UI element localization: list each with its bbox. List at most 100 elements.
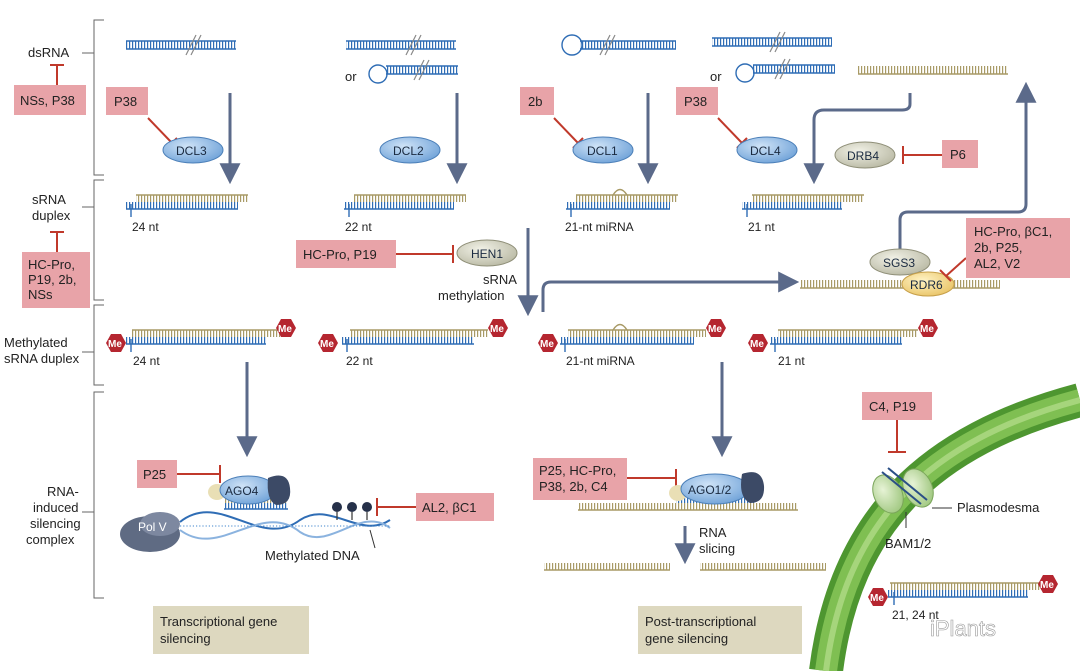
svg-text:or: or xyxy=(710,69,722,84)
rdr6-protein: RDR6 xyxy=(901,271,955,297)
watermark: iPlants xyxy=(930,616,997,642)
svg-text:DCL3: DCL3 xyxy=(176,144,207,158)
svg-text:P38: P38 xyxy=(114,94,137,109)
stage-label-dsrna: dsRNA xyxy=(28,45,70,60)
svg-text:P38: P38 xyxy=(684,94,707,109)
svg-text:RDR6: RDR6 xyxy=(910,278,943,292)
svg-text:or: or xyxy=(345,69,357,84)
svg-text:BAM1/2: BAM1/2 xyxy=(885,536,931,551)
svg-text:Me: Me xyxy=(278,324,292,335)
inhibitor-rdr6-group: HC-Pro, βC1, 2b, P25, AL2, V2 xyxy=(939,218,1070,282)
dsrna-col4: or xyxy=(710,31,835,84)
svg-text:SGS3: SGS3 xyxy=(883,256,915,270)
svg-text:induced: induced xyxy=(33,500,79,515)
svg-text:Me: Me xyxy=(320,339,334,350)
svg-text:Me: Me xyxy=(1040,580,1054,591)
inhibitor-ago1-group: P25, HC-Pro, P38, 2b, C4 xyxy=(533,458,677,500)
svg-text:Transcriptional gene: Transcriptional gene xyxy=(160,614,277,629)
svg-text:C4, P19: C4, P19 xyxy=(869,399,916,414)
dcl4-protein: DCL4 xyxy=(736,136,798,164)
inhibitor-p6-drb4: P6 xyxy=(902,140,978,168)
svg-text:Me: Me xyxy=(920,324,934,335)
svg-text:24 nt: 24 nt xyxy=(133,354,160,368)
polv-protein: Pol V xyxy=(120,512,180,552)
methylated-21nt: 21 nt xyxy=(770,329,918,368)
svg-text:Me: Me xyxy=(750,339,764,350)
stage-brackets xyxy=(82,19,104,599)
svg-text:DCL4: DCL4 xyxy=(750,144,781,158)
svg-text:HC-Pro, βC1,: HC-Pro, βC1, xyxy=(974,224,1052,239)
drb4-protein: DRB4 xyxy=(834,141,896,169)
svg-text:sRNA: sRNA xyxy=(32,192,66,207)
svg-text:Me: Me xyxy=(490,324,504,335)
dcl1-protein: DCL1 xyxy=(572,136,634,164)
svg-text:DCL2: DCL2 xyxy=(393,144,424,158)
inhibitor-nss-p38: NSs, P38 xyxy=(14,64,86,115)
svg-text:22 nt: 22 nt xyxy=(345,220,372,234)
svg-text:DRB4: DRB4 xyxy=(847,149,879,163)
dna-helix xyxy=(179,511,391,540)
inhibitor-al2-bc1: AL2, βC1 xyxy=(376,493,494,521)
inhibitor-p38-dcl4: P38 xyxy=(676,87,748,149)
svg-text:21, 24 nt: 21, 24 nt xyxy=(892,608,939,622)
bam-plasmodesma: Plasmodesma BAM1/2 xyxy=(872,467,1040,551)
svg-text:DCL1: DCL1 xyxy=(587,144,618,158)
svg-text:duplex: duplex xyxy=(32,208,71,223)
svg-text:Post-transcriptional: Post-transcriptional xyxy=(645,614,756,629)
svg-text:P38, 2b, C4: P38, 2b, C4 xyxy=(539,479,608,494)
dsrna-col2: or xyxy=(345,34,458,84)
hen1-protein: HEN1 xyxy=(456,239,518,267)
srna-21nt: 21 nt xyxy=(742,194,864,234)
svg-text:iPlants: iPlants xyxy=(930,616,996,641)
svg-text:HEN1: HEN1 xyxy=(471,247,503,261)
dcl2-protein: DCL2 xyxy=(379,136,441,164)
footer-tgs: Transcriptional gene silencing xyxy=(153,606,309,654)
mobile-srna: Me Me 21, 24 nt xyxy=(868,575,1058,622)
svg-text:Me: Me xyxy=(870,593,884,604)
svg-text:24 nt: 24 nt xyxy=(132,220,159,234)
svg-text:Methylated DNA: Methylated DNA xyxy=(265,548,360,563)
dsrna-col3 xyxy=(561,34,676,56)
stage-label-srna-duplex: sRNA duplex xyxy=(32,192,71,223)
sgs3-protein: SGS3 xyxy=(869,248,931,276)
svg-text:AL2, βC1: AL2, βC1 xyxy=(422,500,476,515)
svg-text:22 nt: 22 nt xyxy=(346,354,373,368)
inhibitor-c4-p19: C4, P19 xyxy=(862,392,932,453)
inhibitor-2b-dcl1: 2b xyxy=(520,87,584,149)
svg-text:21 nt: 21 nt xyxy=(778,354,805,368)
dsrna-col1 xyxy=(126,34,236,56)
inhibitor-hcpro-group: HC-Pro, P19, 2b, NSs xyxy=(22,231,90,308)
stage-label-methylated: Methylated sRNA duplex xyxy=(4,335,80,366)
inhibitor-p38-dcl3: P38 xyxy=(106,87,178,149)
srna-mirna: 21-nt miRNA xyxy=(565,188,678,234)
svg-text:NSs: NSs xyxy=(28,287,53,302)
srna-22nt: 22 nt xyxy=(344,194,466,234)
svg-text:P25: P25 xyxy=(143,467,166,482)
svg-text:AGO4: AGO4 xyxy=(225,484,259,498)
svg-text:complex: complex xyxy=(26,532,75,547)
svg-text:21 nt: 21 nt xyxy=(748,220,775,234)
dna-methylation-marks xyxy=(332,502,372,520)
rdr6-template-strand xyxy=(800,280,1000,289)
svg-text:Me: Me xyxy=(708,324,722,335)
svg-text:gene silencing: gene silencing xyxy=(645,631,728,646)
svg-text:slicing: slicing xyxy=(699,541,735,556)
svg-text:methylation: methylation xyxy=(438,288,504,303)
methylation-label: sRNA methylation xyxy=(438,272,517,303)
svg-text:P25, HC-Pro,: P25, HC-Pro, xyxy=(539,463,616,478)
svg-text:silencing: silencing xyxy=(30,516,81,531)
inhibitor-p25-ago4: P25 xyxy=(137,460,221,488)
svg-text:HC-Pro,: HC-Pro, xyxy=(28,257,75,272)
methylated-24nt: 24 nt xyxy=(126,329,280,368)
svg-text:P6: P6 xyxy=(950,147,966,162)
methylated-22nt: 22 nt xyxy=(342,329,488,368)
rna-slicing-label: RNA slicing xyxy=(699,525,735,556)
svg-text:Pol V: Pol V xyxy=(138,520,167,534)
svg-text:HC-Pro, P19: HC-Pro, P19 xyxy=(303,247,377,262)
svg-text:Methylated: Methylated xyxy=(4,335,68,350)
svg-text:AL2, V2: AL2, V2 xyxy=(974,256,1020,271)
svg-text:21-nt miRNA: 21-nt miRNA xyxy=(566,354,635,368)
stage-label-risc: RNA- induced silencing complex xyxy=(26,484,81,547)
ago12-protein: AGO1/2 xyxy=(669,472,765,505)
